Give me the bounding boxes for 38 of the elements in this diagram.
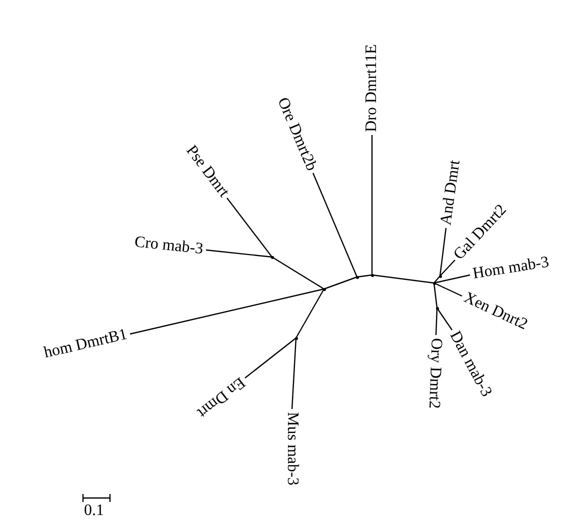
branch-point bbox=[438, 274, 442, 278]
tree-branch bbox=[440, 260, 456, 276]
taxon-label: And Dmrt bbox=[438, 159, 464, 226]
branch-point bbox=[294, 336, 298, 340]
tree-branch bbox=[435, 308, 438, 336]
branch-point bbox=[270, 256, 274, 258]
branch-point bbox=[432, 282, 436, 284]
taxon-label: Hom mab-3 bbox=[472, 254, 550, 284]
tree-branch bbox=[436, 308, 452, 330]
branch-point bbox=[356, 276, 358, 278]
tree-branch bbox=[434, 274, 470, 284]
taxon-label: Cro mab-3 bbox=[134, 234, 204, 259]
tree-branch bbox=[356, 274, 372, 278]
tree-branch bbox=[312, 172, 358, 278]
tree-branch bbox=[372, 274, 434, 284]
tree-branch bbox=[130, 288, 324, 335]
tree-branch bbox=[206, 249, 272, 258]
taxon-label: Ory Dmrt2 bbox=[424, 338, 445, 409]
tree-branch bbox=[272, 256, 324, 290]
taxon-label: Mus mab-3 bbox=[283, 412, 301, 486]
taxon-label: Dro Dmrt11E bbox=[363, 44, 381, 132]
tree-branch bbox=[295, 288, 325, 338]
tree-branch bbox=[324, 276, 358, 290]
tree-branch bbox=[226, 198, 272, 258]
tree-branch bbox=[439, 228, 447, 276]
tree-branch bbox=[371, 135, 373, 275]
tree-branch bbox=[244, 338, 296, 378]
tree-branch bbox=[434, 276, 440, 284]
tree-branch bbox=[433, 282, 438, 308]
branch-point bbox=[436, 306, 438, 310]
branch-point bbox=[322, 288, 326, 290]
branch-point bbox=[370, 274, 374, 276]
taxon-label: Ore Dmrt2b bbox=[273, 95, 320, 174]
taxon-label: En Dmrt bbox=[193, 372, 248, 422]
scale-value: 0.1 bbox=[84, 502, 104, 520]
tree-branch bbox=[434, 282, 462, 297]
taxon-label: hom DmrtB1 bbox=[42, 326, 130, 363]
tree-branch bbox=[291, 338, 297, 410]
